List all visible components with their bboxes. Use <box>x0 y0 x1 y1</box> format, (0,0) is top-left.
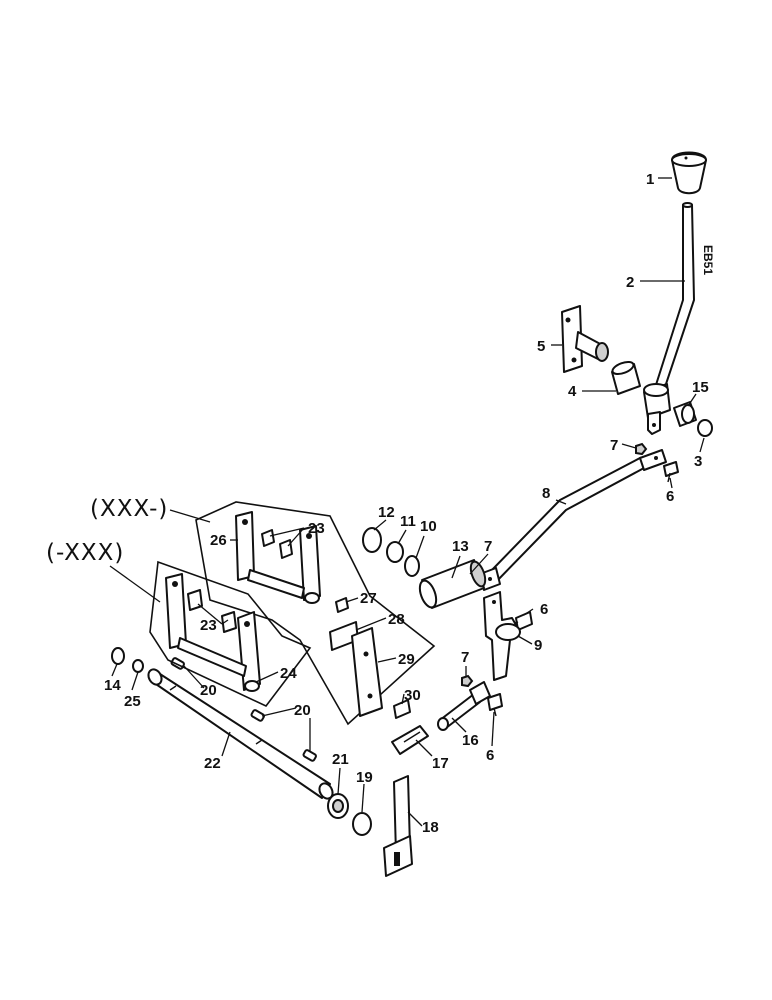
detent-pin <box>221 611 237 633</box>
callout-15: 15 <box>692 379 709 396</box>
ring-large <box>362 527 382 553</box>
callout-7b: 7 <box>484 538 492 555</box>
callout-5: 5 <box>537 338 545 355</box>
callout-7c: 7 <box>461 649 469 666</box>
callout-14: 14 <box>104 677 121 694</box>
callout-20a: 20 <box>200 682 217 699</box>
lever-knob <box>671 151 707 195</box>
stud <box>393 699 411 719</box>
shifter-frame-upper <box>235 511 321 604</box>
callout-13: 13 <box>452 538 469 555</box>
shift-shaft <box>418 559 487 609</box>
callout-2: 2 <box>626 274 634 291</box>
callout-27: 27 <box>360 590 377 607</box>
bell-crank <box>483 591 521 681</box>
lever-rod: EB51 <box>654 202 715 391</box>
callout-23b: 23 <box>200 617 217 634</box>
callout-6c: 6 <box>486 747 494 764</box>
callout-24: 24 <box>280 665 297 682</box>
callout-1: 1 <box>646 171 654 188</box>
callout-8: 8 <box>542 485 550 502</box>
clevis-pin <box>437 681 491 731</box>
bolt <box>487 693 503 717</box>
callout-28: 28 <box>388 611 405 628</box>
sleeve <box>673 401 697 427</box>
group-label-lower: (-XXX) <box>46 540 124 566</box>
shifter-frame-lower <box>165 573 261 692</box>
callout-6b: 6 <box>540 601 548 618</box>
callout-numbers: 1 2 3 4 5 6 6 6 7 7 7 8 9 10 11 12 13 14… <box>104 171 709 836</box>
callout-29: 29 <box>398 651 415 668</box>
callout-12: 12 <box>378 504 395 521</box>
callout-7a: 7 <box>610 437 618 454</box>
key <box>302 749 317 762</box>
callout-4: 4 <box>568 383 577 400</box>
key <box>250 709 265 722</box>
leader-lines <box>111 177 705 827</box>
linkage-rod <box>479 449 667 591</box>
callout-9: 9 <box>534 637 542 654</box>
callout-30: 30 <box>404 687 421 704</box>
callout-25: 25 <box>124 693 141 710</box>
sealed-washer <box>327 793 349 819</box>
callout-17: 17 <box>432 755 449 772</box>
kit-outline-lower <box>149 560 312 707</box>
callout-11: 11 <box>400 513 416 530</box>
bolt <box>663 461 679 483</box>
callout-23a: 23 <box>308 520 325 537</box>
callout-16: 16 <box>462 732 479 749</box>
gear-lever-assembly: EB51 <box>561 151 715 437</box>
detent-pin <box>261 529 275 547</box>
kit-group-lower <box>149 560 312 707</box>
callout-18: 18 <box>422 819 439 836</box>
main-shaft <box>147 668 334 800</box>
callout-3: 3 <box>694 453 702 470</box>
shaft-bracket <box>561 305 609 373</box>
callout-10: 10 <box>420 518 437 535</box>
selector-fork <box>383 775 413 877</box>
callout-21: 21 <box>332 751 349 768</box>
small-lever <box>391 725 429 755</box>
mounting-plate <box>351 627 383 717</box>
kit-outline-upper <box>195 501 436 726</box>
callout-20b: 20 <box>294 702 311 719</box>
circlip-small <box>111 647 125 665</box>
flat-washer <box>352 812 372 836</box>
spring <box>335 597 349 613</box>
nut <box>461 674 474 688</box>
callout-6a: 6 <box>666 488 674 505</box>
nut <box>635 442 648 456</box>
group-label-upper: (XXX-) <box>90 496 168 522</box>
bushing <box>611 360 641 395</box>
callout-22: 22 <box>204 755 221 772</box>
lever-hub <box>643 383 671 435</box>
lever-stamp: EB51 <box>701 245 715 275</box>
detent-pin <box>187 589 203 611</box>
ring-medium <box>386 541 404 563</box>
washer-small <box>132 659 144 673</box>
circlip <box>697 419 713 437</box>
callout-26: 26 <box>210 532 227 549</box>
callout-19: 19 <box>356 769 373 786</box>
ring-small <box>404 555 420 577</box>
